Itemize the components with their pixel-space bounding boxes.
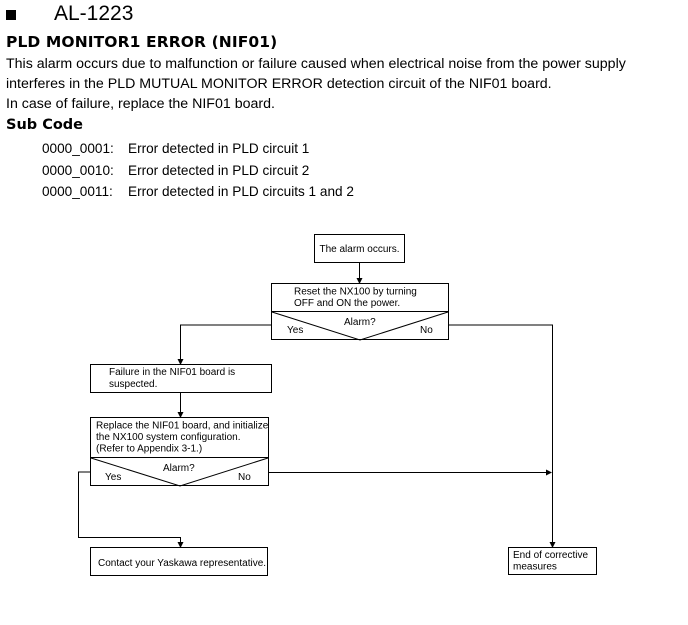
sub-code-heading: Sub Code — [6, 117, 84, 133]
replace-label-line-3: (Refer to Appendix 3-1.) — [96, 444, 202, 455]
decision-box-2 — [90, 457, 269, 486]
sub-code: 0000_0001: — [42, 141, 114, 156]
sub-code: 0000_0011: — [42, 184, 113, 199]
sub-code-description: Error detected in PLD circuits 1 and 2 — [128, 184, 354, 199]
sub-code-description: Error detected in PLD circuit 1 — [128, 141, 310, 156]
failure-label-line-2: suspected. — [109, 379, 157, 390]
replace-box — [90, 417, 269, 458]
decision-triangle-2 — [90, 457, 269, 487]
end-label-line-2: measures — [513, 562, 557, 573]
sub-code-row: 0000_0010: Error detected in PLD circuit … — [42, 163, 309, 178]
flow-arrow-yes-2 — [78, 471, 184, 548]
bullet-square-icon — [6, 10, 16, 20]
decision-triangle-1 — [271, 311, 449, 341]
failure-label-line-1: Failure in the NIF01 board is — [109, 367, 235, 378]
decision-2-question: Alarm? — [163, 463, 195, 474]
start-box — [314, 234, 405, 263]
end-label-line-1: End of corrective — [513, 550, 588, 561]
decision-2-yes: Yes — [105, 472, 121, 483]
reset-label-line-2: OFF and ON the power. — [294, 298, 400, 309]
decision-1-yes: Yes — [287, 325, 303, 336]
flow-arrow-no-1 — [448, 324, 556, 548]
description-line-2: interferes in the PLD MUTUAL MONITOR ERR… — [6, 76, 552, 92]
decision-2-no: No — [238, 472, 251, 483]
contact-label: Contact your Yaskawa representative. — [98, 558, 266, 569]
sub-code-row: 0000_0011: Error detected in PLD circuits… — [42, 184, 354, 199]
failure-box — [90, 364, 272, 393]
decision-1-no: No — [420, 325, 433, 336]
reset-label-line-1: Reset the NX100 by turning — [294, 287, 417, 298]
description-line-1: This alarm occurs due to malfunction or … — [6, 56, 626, 72]
alarm-header: AL-1223 — [6, 1, 133, 27]
decision-1-question: Alarm? — [344, 317, 376, 328]
description-line-3: In case of failure, replace the NIF01 bo… — [6, 96, 275, 112]
sub-code: 0000_0010: — [42, 163, 114, 178]
replace-label-line-1: Replace the NIF01 board, and initialize — [96, 421, 269, 432]
start-label: The alarm occurs. — [319, 244, 399, 255]
replace-label-line-2: the NX100 system configuration. — [96, 432, 241, 443]
sub-code-row: 0000_0001: Error detected in PLD circuit … — [42, 141, 309, 156]
end-box — [508, 547, 597, 575]
flow-arrow-yes-1 — [177, 324, 272, 365]
sub-code-description: Error detected in PLD circuit 2 — [128, 163, 310, 178]
alarm-code: AL-1223 — [54, 2, 134, 25]
alarm-title: PLD MONITOR1 ERROR (NIF01) — [6, 33, 278, 51]
